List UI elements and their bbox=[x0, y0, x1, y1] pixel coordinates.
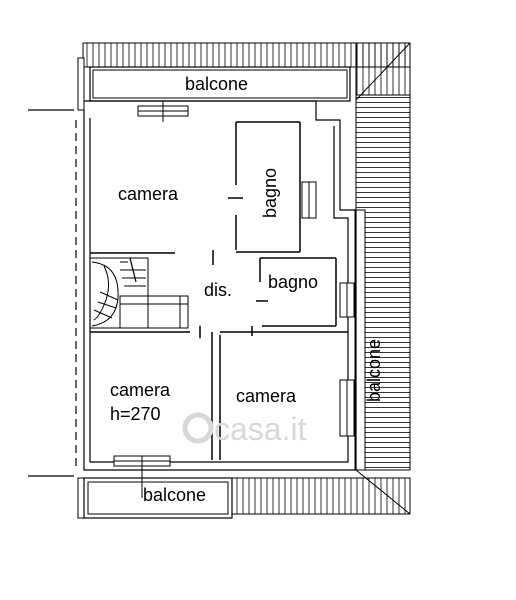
exterior-walls bbox=[28, 100, 357, 477]
roof-hip-top bbox=[355, 42, 411, 101]
outer-wall bbox=[83, 100, 357, 471]
label-dis: dis. bbox=[204, 280, 232, 300]
stair-step-7 bbox=[93, 309, 113, 319]
inner-wall-line bbox=[89, 118, 349, 463]
roof-bottom-band bbox=[231, 477, 411, 515]
label-balcone-bottom: balcone bbox=[143, 485, 206, 505]
windows bbox=[113, 101, 355, 498]
watermark: casa.it bbox=[182, 411, 307, 447]
stair-landing bbox=[119, 295, 189, 329]
stair-well bbox=[89, 257, 149, 329]
balcone-bottom-rail bbox=[87, 481, 229, 515]
label-bagno-upper: bagno bbox=[260, 168, 280, 218]
stair-arrow bbox=[129, 257, 137, 283]
stair-step-5 bbox=[99, 291, 119, 301]
label-camera-top-left: camera bbox=[118, 184, 179, 204]
roof-left-cap-bottom bbox=[77, 477, 85, 519]
interior-walls bbox=[90, 121, 348, 460]
staircase bbox=[89, 257, 189, 329]
label-camera-bottom-right: camera bbox=[236, 386, 297, 406]
label-bagno-lower: bagno bbox=[268, 272, 318, 292]
room-labels: balcone camera bagno dis. bagno camera h… bbox=[110, 74, 384, 505]
watermark-logo-icon bbox=[182, 412, 214, 444]
stair-step-6 bbox=[97, 301, 117, 309]
roof-left-cap bbox=[77, 57, 85, 111]
balcone-top-area bbox=[89, 66, 351, 102]
balcone-right-area bbox=[354, 209, 366, 471]
roof-top-right-corner bbox=[355, 42, 411, 96]
label-balcone-top: balcone bbox=[185, 74, 248, 94]
label-camera-bottom-left: camera bbox=[110, 380, 171, 400]
balconies bbox=[83, 66, 366, 519]
roof-hip-bottom bbox=[355, 469, 411, 515]
watermark-text: casa.it bbox=[214, 411, 307, 447]
stair-curve-inner bbox=[93, 265, 110, 321]
label-camera-height: h=270 bbox=[110, 404, 161, 424]
stair-curve-outer bbox=[91, 261, 119, 327]
label-balcone-right: balcone bbox=[364, 339, 384, 402]
balcone-bottom-area bbox=[83, 477, 233, 519]
balcone-top-rail bbox=[92, 69, 348, 99]
